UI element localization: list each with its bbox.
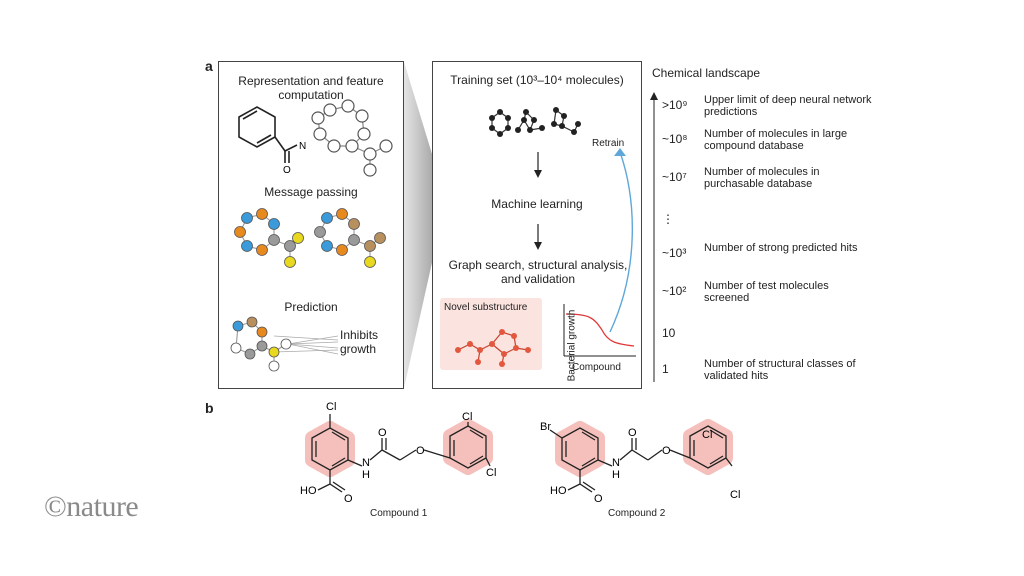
amide-o-label: O bbox=[283, 165, 291, 176]
graph-search-label: Graph search, structural analysis, and v… bbox=[448, 258, 628, 286]
landscape-value: ~10⁷ bbox=[662, 170, 687, 184]
compound-1-n: N bbox=[362, 457, 370, 469]
novel-substructure-molecule bbox=[455, 329, 531, 367]
compound-2-ether-o: O bbox=[662, 445, 671, 457]
novel-substructure-box bbox=[440, 298, 542, 370]
chemical-landscape-title: Chemical landscape bbox=[652, 66, 761, 80]
compound-2-cl-para: Cl bbox=[730, 489, 740, 501]
landscape-value: >10⁹ bbox=[662, 98, 688, 112]
landscape-axis-arrow bbox=[650, 92, 658, 382]
down-arrow-1 bbox=[534, 152, 542, 178]
inhibits-growth-label: Inhibits growth bbox=[340, 328, 379, 356]
amide-n-label: N bbox=[299, 141, 306, 152]
landscape-value: 1 bbox=[662, 362, 669, 376]
landscape-value: ~10³ bbox=[662, 246, 687, 260]
compound-1-top-halogen: Cl bbox=[326, 401, 336, 413]
compound-1-cl-para: Cl bbox=[486, 467, 496, 479]
representation-title: Representation and feature computation bbox=[238, 74, 384, 102]
compound-2-h: H bbox=[612, 469, 620, 481]
prediction-graph bbox=[230, 316, 339, 372]
compound-2-acid-o: O bbox=[594, 493, 603, 505]
landscape-description: Number of structural classes of validate… bbox=[704, 358, 856, 382]
compound-1-structure: Cl O N H O Cl Cl HO O bbox=[300, 401, 496, 505]
bacterial-growth-label: Bacterial growth bbox=[566, 309, 578, 382]
retrain-arrow bbox=[609, 148, 633, 333]
landscape-value: 10 bbox=[662, 326, 676, 340]
compound-2-cl-ortho: Cl bbox=[702, 429, 712, 441]
down-arrow-2 bbox=[534, 224, 542, 250]
landscape-value: ~10⁸ bbox=[662, 132, 688, 146]
training-molecules bbox=[489, 107, 581, 137]
nature-logo: ©nature bbox=[44, 490, 139, 523]
landscape-description: Number of molecules in large compound da… bbox=[704, 128, 848, 152]
compound-1-ether-o: O bbox=[416, 445, 425, 457]
compound-1-cl-ortho: Cl bbox=[462, 411, 472, 423]
compound-2-top-halogen: Br bbox=[540, 421, 551, 433]
landscape-value: ⋮ bbox=[662, 212, 674, 226]
compound-2-structure: Br O N H O Cl Cl HO O bbox=[540, 419, 740, 505]
landscape-description: Number of molecules in purchasable datab… bbox=[704, 166, 820, 190]
machine-learning-label: Machine learning bbox=[491, 197, 583, 211]
compound-1-acid: HO bbox=[300, 485, 317, 497]
funnel-shape bbox=[404, 62, 446, 388]
panel-a-letter: a bbox=[205, 58, 213, 74]
compound-axis-label: Compound bbox=[572, 362, 621, 373]
training-set-label: Training set (10³–10⁴ molecules) bbox=[450, 73, 624, 87]
growth-plot bbox=[563, 304, 636, 357]
compound-1-h: H bbox=[362, 469, 370, 481]
compound-1-acid-o: O bbox=[344, 493, 353, 505]
molecular-graph bbox=[311, 99, 393, 177]
novel-substructure-label: Novel substructure bbox=[444, 302, 528, 313]
benzamide-structure: N O bbox=[238, 106, 306, 176]
panel-b-letter: b bbox=[205, 400, 214, 416]
compound-2-name: Compound 2 bbox=[608, 508, 666, 519]
landscape-description: Upper limit of deep neural network predi… bbox=[704, 94, 872, 118]
compound-2-carbonyl-o: O bbox=[628, 427, 637, 439]
compound-2-n: N bbox=[612, 457, 620, 469]
landscape-description: Number of test molecules screened bbox=[704, 280, 829, 304]
prediction-label: Prediction bbox=[284, 300, 338, 314]
compound-2-acid: HO bbox=[550, 485, 567, 497]
retrain-label: Retrain bbox=[592, 138, 625, 149]
message-passing-graphs bbox=[234, 208, 386, 268]
compound-1-name: Compound 1 bbox=[370, 508, 428, 519]
landscape-value: ~10² bbox=[662, 284, 687, 298]
landscape-description: Number of strong predicted hits bbox=[704, 242, 858, 254]
message-passing-label: Message passing bbox=[264, 185, 358, 199]
compound-1-carbonyl-o: O bbox=[378, 427, 387, 439]
